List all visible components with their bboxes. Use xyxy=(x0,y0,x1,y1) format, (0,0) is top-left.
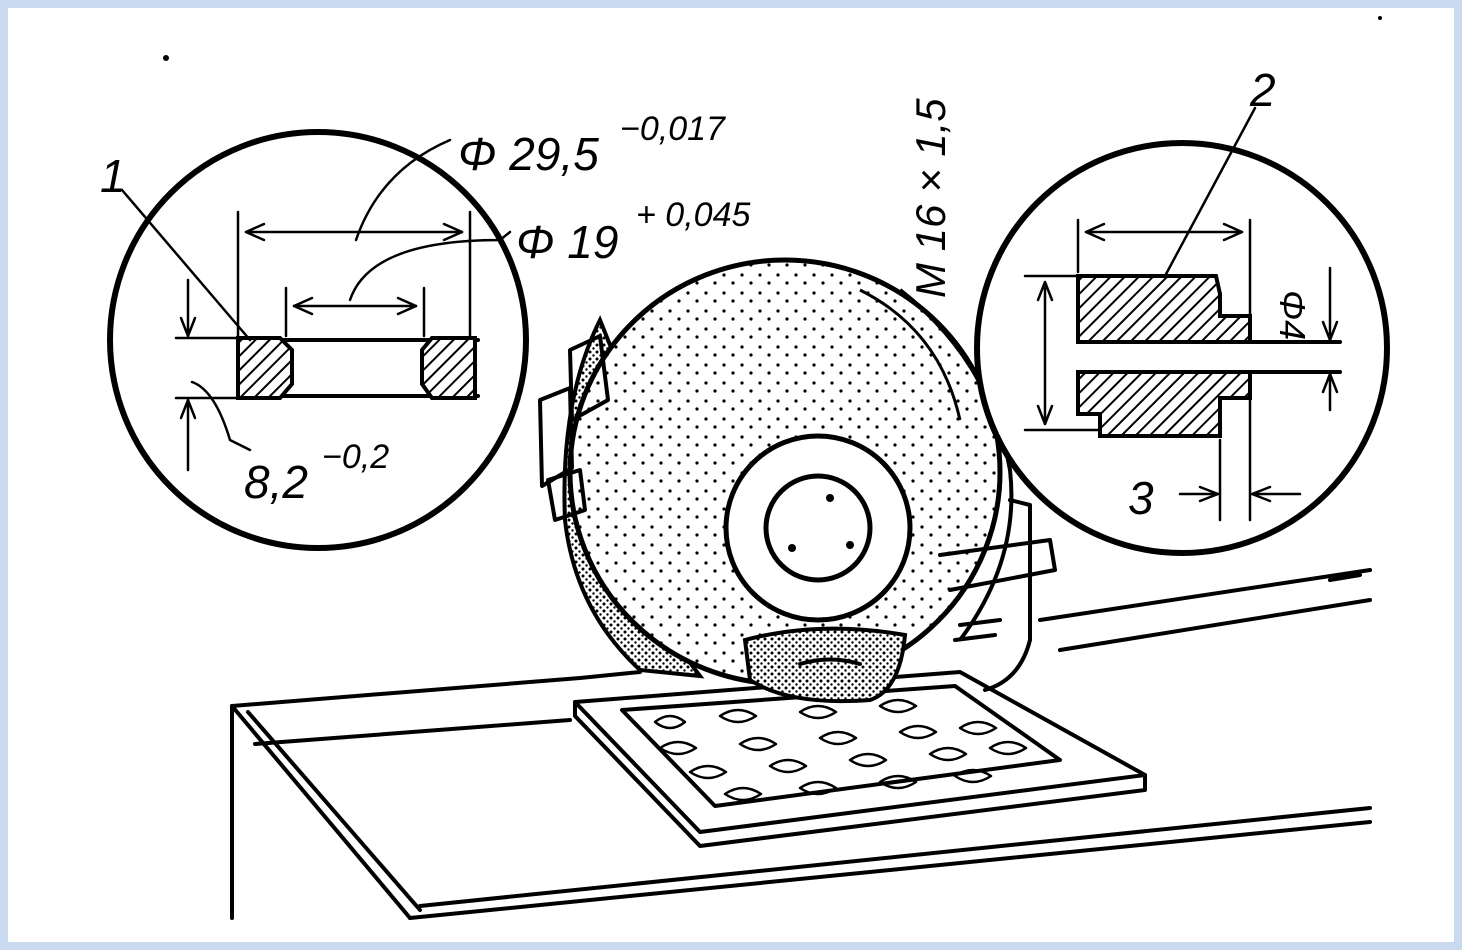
dim-thread: M 16 × 1,5 xyxy=(907,98,954,298)
callout-2: 2 xyxy=(1249,64,1276,116)
dim-thickness-tolerance: −0,2 xyxy=(322,438,389,476)
detail-ring xyxy=(107,129,529,551)
dim-inner-tolerance: + 0,045 xyxy=(636,196,750,234)
workbench xyxy=(230,568,1372,920)
speck xyxy=(163,55,169,61)
callout-3: 3 xyxy=(1128,472,1154,524)
detail-bushing xyxy=(974,106,1390,556)
grinding-wheel xyxy=(562,257,1014,704)
wheel-guard xyxy=(538,334,610,522)
dim-thickness: 8,2 xyxy=(244,456,308,508)
dim-inner-diameter: Φ 19 xyxy=(516,216,618,268)
dim-outer-tolerance: −0,017 xyxy=(620,110,726,148)
wheel-holder xyxy=(938,498,1057,692)
dim-hole-diameter: Φ4 xyxy=(1272,290,1313,340)
dim-outer-diameter: Φ 29,5 xyxy=(458,128,599,180)
stamped-parts xyxy=(653,698,1028,802)
speck xyxy=(1378,16,1382,20)
callout-1: 1 xyxy=(100,150,126,202)
